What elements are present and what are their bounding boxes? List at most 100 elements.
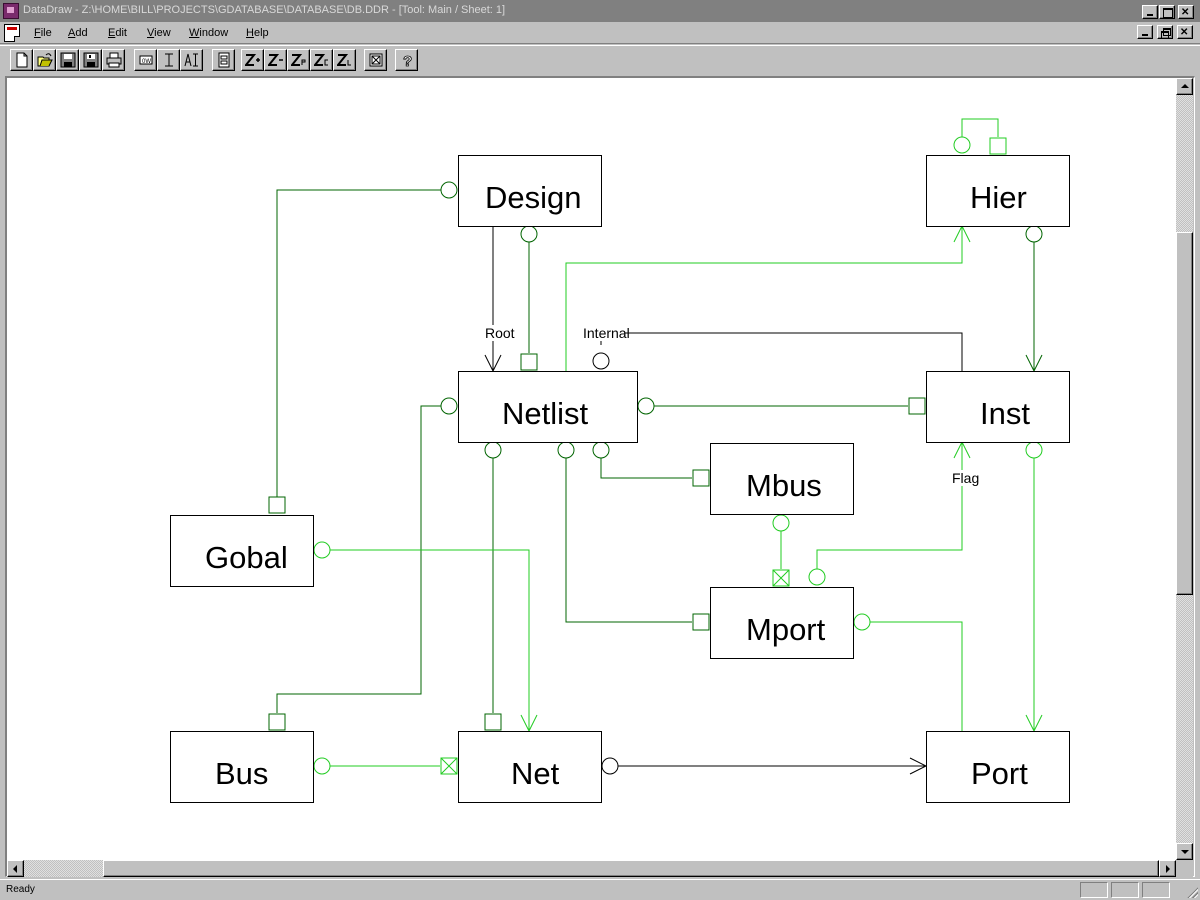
- menu-file[interactable]: File: [34, 27, 52, 39]
- maximize-button[interactable]: [1159, 5, 1175, 19]
- entity-box[interactable]: [170, 515, 314, 587]
- entity-mport[interactable]: Mport: [710, 587, 854, 659]
- zoom-page-button[interactable]: [287, 49, 310, 71]
- save-button[interactable]: [56, 49, 79, 71]
- entity-box[interactable]: [710, 587, 854, 659]
- entity-box[interactable]: [458, 155, 602, 227]
- zoom-in-icon: [245, 54, 260, 66]
- menu-edit[interactable]: Edit: [108, 27, 127, 39]
- entity-port[interactable]: Port: [926, 731, 1070, 803]
- open-button[interactable]: [33, 49, 56, 71]
- menu-view[interactable]: View: [147, 27, 171, 39]
- svg-text:?: ?: [403, 53, 412, 68]
- optional-end-circle: [772, 514, 790, 532]
- scroll-left-button[interactable]: [7, 860, 24, 877]
- entity-design[interactable]: Design: [458, 155, 602, 227]
- add-attribute-button[interactable]: [157, 49, 180, 71]
- vertical-scroll-thumb[interactable]: [1176, 231, 1193, 595]
- horizontal-scroll-thumb[interactable]: [103, 860, 1159, 877]
- app-icon[interactable]: [3, 3, 19, 19]
- vertical-scrollbar[interactable]: [1176, 78, 1193, 860]
- mandatory-end-square: [692, 613, 710, 631]
- minimize-button[interactable]: [1142, 5, 1158, 19]
- entity-label: Port: [971, 756, 1028, 791]
- entity-net[interactable]: Net: [458, 731, 602, 803]
- help-icon: ?: [403, 53, 413, 68]
- zoom-center-icon: [314, 54, 328, 66]
- doc-close-button[interactable]: [1177, 25, 1193, 39]
- add-text-button[interactable]: [180, 49, 203, 71]
- relation-hier-self: [961, 118, 999, 137]
- mandatory-end-square: [268, 496, 286, 514]
- entity-mbus[interactable]: Mbus: [710, 443, 854, 515]
- optional-end-circle: [953, 136, 971, 154]
- entity-label: Gobal: [205, 540, 288, 575]
- generate-button[interactable]: [364, 49, 387, 71]
- mandatory-end-square: [520, 353, 538, 371]
- optional-end-circle: [440, 181, 458, 199]
- help-button[interactable]: ?: [395, 49, 418, 71]
- menu-window[interactable]: Window: [189, 27, 228, 39]
- zoom-page-icon: [291, 54, 306, 66]
- optional-end-circle: [592, 352, 610, 370]
- optional-end-circle: [637, 397, 655, 415]
- entity-inst[interactable]: Inst: [926, 371, 1070, 443]
- entity-box[interactable]: [458, 371, 638, 443]
- relation-netlist-mport: [565, 458, 692, 623]
- optional-end-circle: [853, 613, 871, 631]
- entity-box[interactable]: [458, 731, 602, 803]
- new-button[interactable]: [10, 49, 33, 71]
- relation-gobal-net: [330, 549, 530, 731]
- entity-gobal[interactable]: Gobal: [170, 515, 314, 587]
- relationship-layer: [268, 118, 1043, 775]
- status-pane-1: [1080, 882, 1108, 898]
- entity-box[interactable]: [926, 155, 1070, 227]
- scroll-up-button[interactable]: [1176, 78, 1193, 95]
- close-button[interactable]: [1178, 5, 1194, 19]
- entity-box[interactable]: [926, 371, 1070, 443]
- resize-grip[interactable]: [1186, 886, 1198, 898]
- svg-text:0W: 0W: [142, 59, 151, 65]
- right-arrow-icon: [1166, 865, 1170, 873]
- properties-button[interactable]: [212, 49, 235, 71]
- save-as-button[interactable]: [79, 49, 102, 71]
- document-icon[interactable]: [4, 24, 20, 42]
- horizontal-scrollbar[interactable]: [7, 860, 1176, 877]
- menu-edit-label: Edit: [108, 27, 127, 39]
- zoom-center-button[interactable]: [310, 49, 333, 71]
- entity-bus[interactable]: Bus: [170, 731, 314, 803]
- optional-end-circle: [484, 441, 502, 459]
- menu-add-label: Add: [68, 27, 88, 39]
- up-arrow-icon: [1181, 84, 1189, 88]
- optional-end-circle: [557, 441, 575, 459]
- print-button[interactable]: [102, 49, 125, 71]
- entity-box[interactable]: [710, 443, 854, 515]
- save-disk-icon: [60, 52, 76, 68]
- entity-box[interactable]: [926, 731, 1070, 803]
- scroll-right-button[interactable]: [1159, 860, 1176, 877]
- menu-add[interactable]: Add: [68, 27, 88, 39]
- doc-restore-button[interactable]: [1157, 25, 1173, 39]
- optional-end-circle: [601, 757, 619, 775]
- relation-netlist-mbus: [600, 458, 692, 479]
- entity-label: Netlist: [502, 396, 589, 431]
- entity-netlist[interactable]: Netlist: [458, 371, 638, 443]
- entity-box[interactable]: [170, 731, 314, 803]
- zoom-in-button[interactable]: [241, 49, 264, 71]
- optional-end-circle: [808, 568, 826, 586]
- entity-hier[interactable]: Hier: [926, 155, 1070, 227]
- zoom-out-button[interactable]: [264, 49, 287, 71]
- menu-view-label: View: [147, 27, 171, 39]
- relation-netlist-hier: [565, 226, 963, 371]
- doc-minimize-button[interactable]: [1137, 25, 1153, 39]
- add-object-button[interactable]: 0W: [134, 49, 157, 71]
- generate-icon: [369, 53, 383, 67]
- mandatory-end-square: [484, 713, 502, 731]
- menu-help[interactable]: Help: [246, 27, 269, 39]
- mandatory-end-square: [908, 397, 926, 415]
- scroll-down-button[interactable]: [1176, 843, 1193, 860]
- zoom-last-button[interactable]: [333, 49, 356, 71]
